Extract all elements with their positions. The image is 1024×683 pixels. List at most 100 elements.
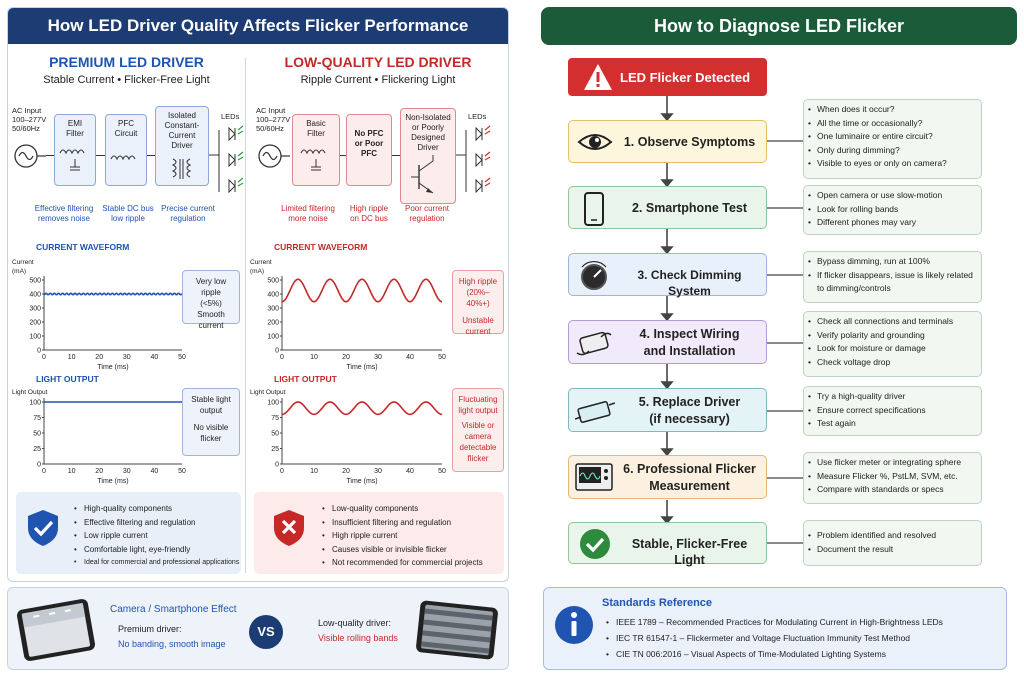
x-tick-label: 20 <box>342 468 350 475</box>
eye-icon <box>577 134 613 150</box>
y-tick-label: 100 <box>29 400 41 407</box>
step-check-dimming: 3. Check Dimming System <box>568 253 767 298</box>
y-tick-label: 200 <box>267 320 279 327</box>
standards-title: Standards Reference <box>602 597 713 609</box>
low-bullets: Low-quality components Insufficient filt… <box>322 502 502 570</box>
premium-subtitle: Stable Current • Flicker-Free Light <box>43 74 210 86</box>
y-axis-label: (mA) <box>250 268 264 275</box>
y-tick-label: 100 <box>267 334 279 341</box>
x-tick-label: 20 <box>342 354 350 361</box>
x-tick-label: 30 <box>374 468 382 475</box>
driver-quality-panel: How LED Driver Quality Affects Flicker P… <box>7 7 509 582</box>
measurement-details: Use flicker meter or integrating sphereM… <box>803 452 982 504</box>
low-camera-label: Low-quality driver: <box>318 618 392 628</box>
premium-current-title: CURRENT WAVEFORM <box>36 242 130 252</box>
low-led-string-icon <box>456 125 491 194</box>
step-replace-driver: 5. Replace Driver (if necessary) <box>568 388 767 432</box>
ac-source-icon <box>258 144 290 168</box>
y-tick-label: 25 <box>33 446 41 453</box>
standards-panel: Standards Reference IEEE 1789 – Recommen… <box>543 587 1007 670</box>
y-axis-label: (mA) <box>12 268 26 275</box>
wiring-icon <box>576 331 612 356</box>
low-leds-label: LEDs <box>468 112 487 121</box>
y-tick-label: 300 <box>29 306 41 313</box>
x-tick-label: 40 <box>406 354 414 361</box>
y-tick-label: 0 <box>275 462 279 469</box>
low-current-title: CURRENT WAVEFORM <box>274 242 368 252</box>
flicker-detected-box: LED Flicker Detected <box>568 58 767 96</box>
smartphone-details: Open camera or use slow-motionLook for r… <box>803 185 982 235</box>
y-tick-label: 300 <box>267 306 279 313</box>
side-connectors <box>767 140 803 544</box>
x-axis-label: Time (ms) <box>346 364 377 371</box>
camera-effect-panel: Camera / Smartphone Effect Premium drive… <box>7 587 509 670</box>
x-tick-label: 50 <box>438 468 446 475</box>
step-stable-light: Stable, Flicker-Free Light <box>568 522 767 567</box>
observe-details: When does it occur?All the time or occas… <box>803 99 982 179</box>
series-line <box>281 278 443 303</box>
filter-icon <box>300 149 326 171</box>
x-axis-label: Time (ms) <box>97 478 128 485</box>
x-tick-label: 0 <box>42 468 46 475</box>
premium-bullets: High-quality components Effective filter… <box>74 502 244 570</box>
low-summary-box: Low-quality components Insufficient filt… <box>254 492 504 574</box>
step-observe-symptoms: 1. Observe Symptoms <box>568 120 767 163</box>
premium-leds-label: LEDs <box>221 112 240 121</box>
premium-current-note: Very low ripple(<5%)Smooth current <box>182 270 240 330</box>
dimmer-knob-icon <box>581 261 607 290</box>
x-tick-label: 20 <box>95 468 103 475</box>
series-line <box>281 401 443 416</box>
transistor-icon <box>411 155 434 194</box>
camera-effect-title: Camera / Smartphone Effect <box>110 604 237 615</box>
low-title: LOW-QUALITY LED DRIVER <box>284 54 472 70</box>
x-tick-label: 10 <box>310 354 318 361</box>
y-tick-label: 0 <box>37 462 41 469</box>
y-tick-label: 500 <box>29 278 41 285</box>
x-tick-label: 50 <box>438 354 446 361</box>
standards-list: IEEE 1789 – Recommended Practices for Mo… <box>606 614 1002 662</box>
left-panel-title: How LED Driver Quality Affects Flicker P… <box>8 8 508 44</box>
step-inspect-wiring: 4. Inspect Wiring and Installation <box>568 320 767 364</box>
x-tick-label: 20 <box>95 354 103 361</box>
inductor-icon <box>110 155 136 161</box>
low-subtitle: Ripple Current • Flickering Light <box>300 74 456 86</box>
x-tick-label: 10 <box>68 354 76 361</box>
y-axis-label: Current <box>250 259 272 266</box>
y-tick-label: 0 <box>275 348 279 355</box>
y-tick-label: 400 <box>29 292 41 299</box>
right-panel-title: How to Diagnose LED Flicker <box>541 7 1017 45</box>
smartphone-icon <box>584 192 604 226</box>
info-icon <box>555 606 593 644</box>
result-details: Problem identified and resolvedDocument … <box>803 520 982 566</box>
oscilloscope-icon <box>575 463 613 491</box>
x-tick-label: 10 <box>310 468 318 475</box>
driver-details: Try a high-quality driverEnsure correct … <box>803 386 982 436</box>
y-axis-label: Light Output <box>12 389 48 396</box>
y-tick-label: 500 <box>267 278 279 285</box>
x-tick-label: 50 <box>178 354 186 361</box>
x-tick-label: 0 <box>42 354 46 361</box>
check-shield-icon <box>28 510 58 546</box>
y-axis-label: Light Output <box>250 389 286 396</box>
y-tick-label: 25 <box>271 446 279 453</box>
premium-camera-label: Premium driver: <box>118 624 182 634</box>
dimming-details: Bypass dimming, run at 100%If flicker di… <box>803 251 982 303</box>
